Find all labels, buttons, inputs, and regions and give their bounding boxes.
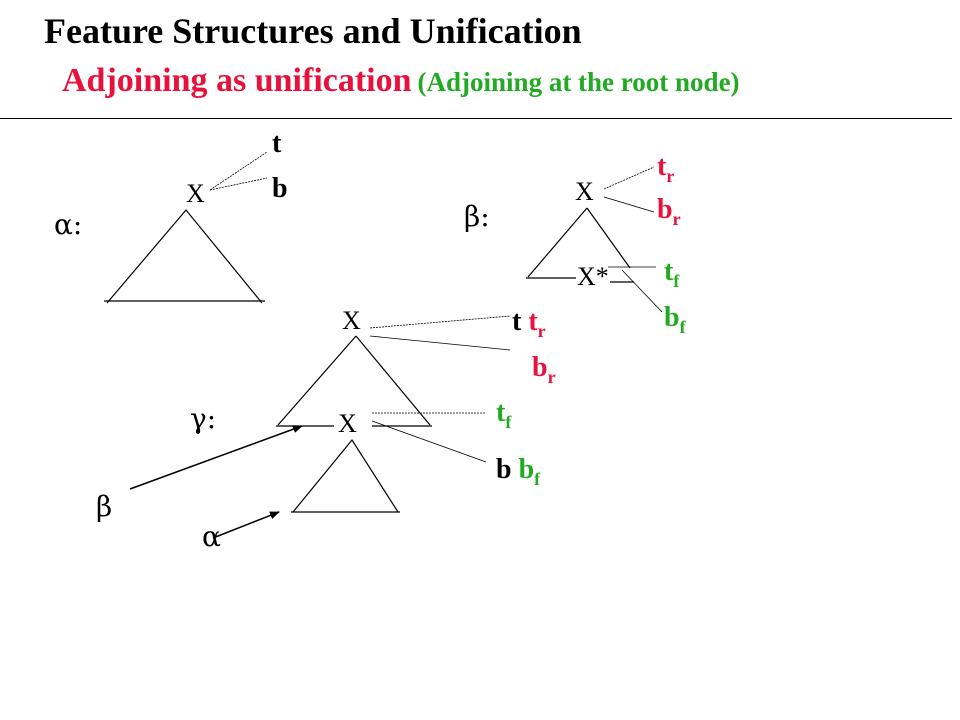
alpha-tree: α: X t b [54, 128, 288, 304]
alpha-tree-label: α: [54, 208, 82, 241]
slide-subtitle: Adjoining as unification(Adjoining at th… [62, 62, 740, 100]
beta-tree-label: β: [464, 200, 490, 233]
beta-foot-top-feature: tf [664, 256, 680, 291]
beta-left-edge [527, 207, 588, 278]
beta-root-bottom-link [603, 196, 655, 213]
beta-right-edge [586, 207, 631, 269]
subtitle-main: Adjoining as unification [62, 62, 412, 99]
beta-pointer-label: β [96, 490, 112, 523]
gamma-upper-top-feature: t tr [512, 306, 546, 341]
subtitle-parenthetical: (Adjoining at the root node) [417, 67, 740, 97]
gamma-upper-node: X [342, 306, 361, 335]
alpha-top-feature: t [272, 128, 282, 159]
alpha-top-feature-link [209, 151, 268, 191]
gamma-upper-top-link [369, 315, 511, 329]
title-divider [0, 118, 952, 119]
gamma-lower-triangle [292, 438, 399, 513]
gamma-lower-bottom-feature: b bf [496, 454, 541, 489]
gamma-upper-right-edge [355, 335, 431, 426]
beta-root-node: X [575, 177, 594, 206]
gamma-lower-bottom-link [371, 420, 487, 463]
beta-pointer-arrow [129, 425, 303, 490]
gamma-lower-node: X [338, 409, 357, 438]
alpha-bottom-feature-link [209, 177, 268, 191]
alpha-pointer-label: α [202, 520, 221, 553]
gamma-tree: γ: X X t tr br tf b bf β α [96, 306, 556, 553]
gamma-upper-left-edge [277, 335, 357, 426]
beta-root-bottom-feature: br [657, 194, 681, 229]
gamma-tree-label: γ: [190, 402, 216, 435]
beta-foot-bottom-feature: bf [664, 302, 687, 337]
alpha-bottom-feature: b [272, 173, 288, 204]
gamma-upper-bottom-feature: br [532, 352, 556, 387]
beta-tree: β: X X* tr br tf bf [464, 151, 687, 337]
alpha-node-x: X [186, 179, 205, 208]
beta-foot-bottom-link [621, 269, 663, 313]
beta-foot-node: X* [577, 262, 609, 291]
alpha-pointer-arrow [212, 511, 280, 539]
gamma-lower-top-feature: tf [496, 397, 512, 432]
beta-root-top-feature: tr [657, 151, 674, 186]
slide-title: Feature Structures and Unification [44, 11, 582, 51]
beta-root-top-link [603, 166, 655, 190]
gamma-upper-bottom-link [369, 335, 511, 351]
alpha-triangle [106, 209, 263, 304]
